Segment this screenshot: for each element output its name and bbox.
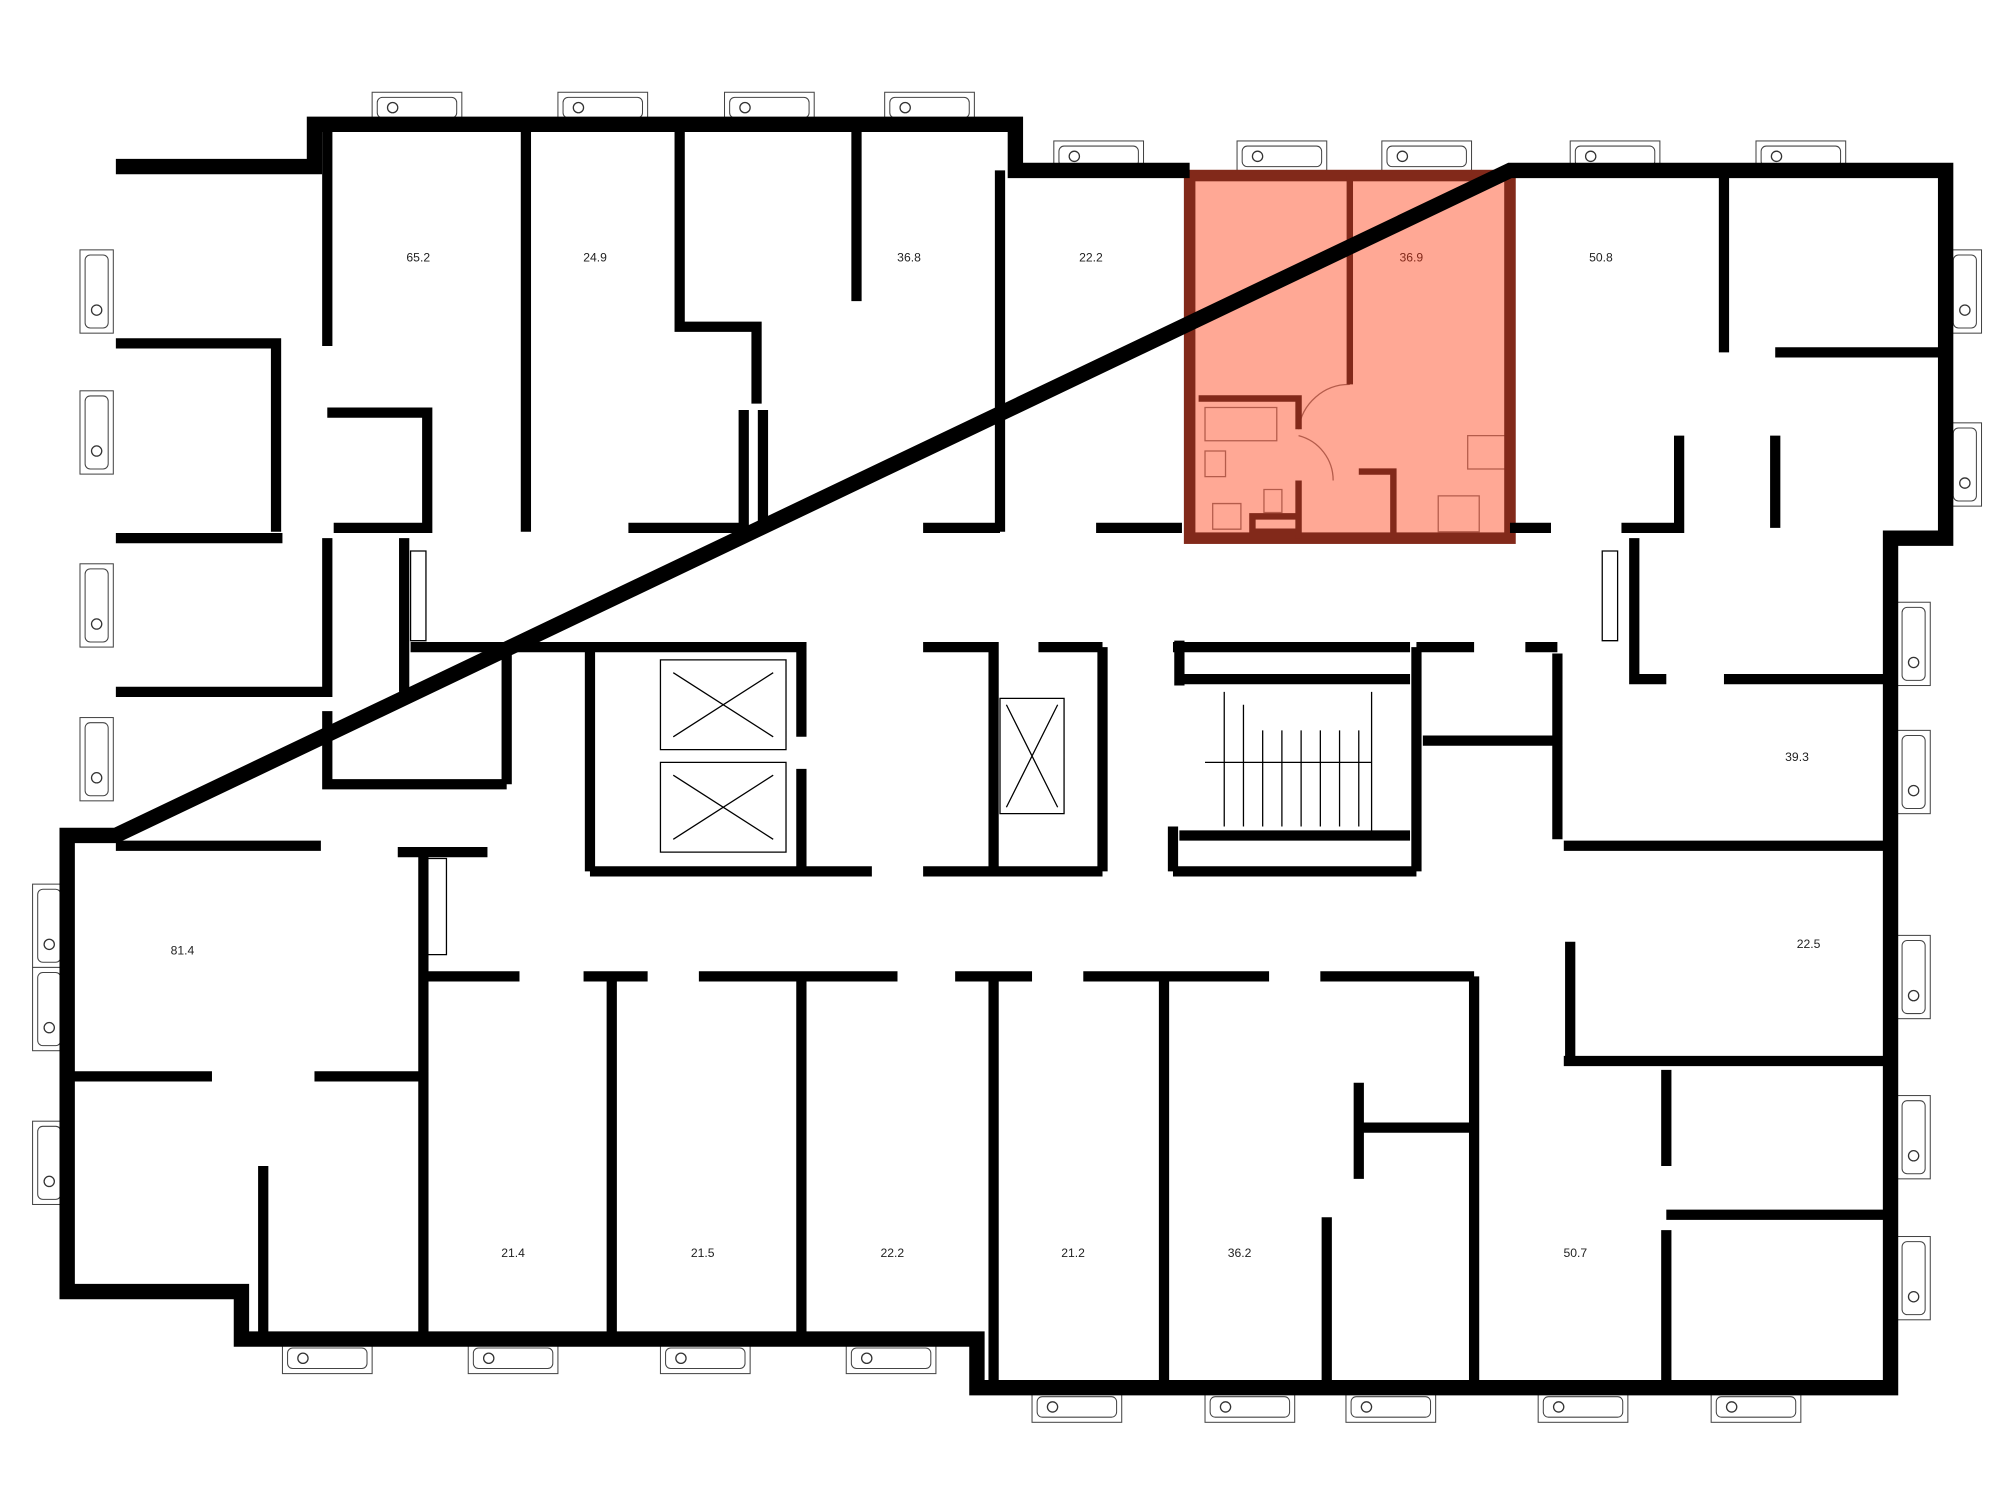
- interior-walls: [67, 124, 1942, 1388]
- ventilation-fan-icon: [90, 445, 103, 457]
- ventilation-fan-icon: [1959, 304, 1971, 316]
- ventilation-fan-icon: [90, 618, 103, 630]
- elevator-3: [999, 697, 1065, 815]
- unit-area-label[interactable]: 65.2: [406, 250, 430, 264]
- apartment-labels: 65.2 24.9 36.8 22.2 36.9 50.8 39.3 22.5 81.4 21.4…: [171, 250, 1821, 1260]
- window: [1381, 140, 1473, 173]
- elevators-and-stairs: [409, 550, 1619, 956]
- ventilation-fan-icon: [482, 1352, 495, 1365]
- ventilation-fan-icon: [90, 772, 103, 784]
- ventilation-fan-icon: [739, 101, 751, 114]
- unit-area-label[interactable]: 21.2: [1061, 1246, 1085, 1260]
- ventilation-fan-icon: [1396, 150, 1409, 163]
- window: [79, 390, 114, 475]
- window: [1204, 1391, 1296, 1423]
- ventilation-fan-icon: [1907, 656, 1920, 669]
- window: [467, 1342, 559, 1375]
- ventilation-fan-icon: [1907, 989, 1920, 1002]
- window: [1896, 1235, 1931, 1321]
- window: [1896, 934, 1931, 1020]
- ventilation-fan-icon: [1552, 1401, 1565, 1413]
- unit-area-label[interactable]: 50.8: [1589, 250, 1613, 264]
- window: [1031, 1391, 1123, 1423]
- window: [845, 1342, 937, 1375]
- ventilation-fan-icon: [572, 101, 585, 114]
- ventilation-fan-icon: [1907, 1150, 1920, 1162]
- ventilation-fan-icon: [1907, 784, 1920, 797]
- ventilation-fan-icon: [1360, 1401, 1373, 1413]
- window: [1710, 1391, 1802, 1423]
- staircase: [1205, 691, 1373, 836]
- window: [659, 1342, 751, 1375]
- ventilation-fan-icon: [1046, 1401, 1059, 1413]
- ventilation-fan-icon: [675, 1352, 687, 1365]
- ventilation-fan-icon: [90, 304, 103, 316]
- window: [1947, 422, 1983, 507]
- ventilation-fan-icon: [1251, 150, 1264, 163]
- unit-area-label[interactable]: 36.2: [1228, 1246, 1252, 1260]
- window: [79, 717, 114, 802]
- selected-apartment[interactable]: [1183, 169, 1516, 544]
- ventilation-fan-icon: [297, 1352, 309, 1365]
- elevator-1: [659, 659, 787, 751]
- ventilation-fan-icon: [43, 1175, 55, 1188]
- exterior-wall: [59, 116, 1954, 1396]
- ventilation-fan-icon: [386, 101, 399, 114]
- unit-area-label[interactable]: 50.7: [1563, 1246, 1587, 1260]
- window: [1896, 729, 1931, 815]
- selected-apartment-fixtures: [1204, 383, 1507, 533]
- ventilation-fan-icon: [899, 101, 911, 114]
- window: [79, 563, 114, 648]
- unit-area-label[interactable]: 22.2: [1079, 250, 1103, 264]
- window: [1896, 601, 1931, 687]
- ventilation-fan-icon: [1068, 150, 1081, 163]
- ventilation-fan-icon: [1219, 1401, 1232, 1413]
- corridor-fixtures: [409, 550, 1619, 956]
- window: [1345, 1391, 1437, 1423]
- ventilation-fan-icon: [43, 938, 55, 951]
- selected-apartment-walls: [1198, 175, 1397, 539]
- unit-area-label[interactable]: 81.4: [171, 944, 195, 958]
- unit-area-label[interactable]: 24.9: [583, 250, 607, 264]
- ventilation-fan-icon: [860, 1352, 873, 1365]
- elevator-2: [659, 761, 787, 853]
- unit-area-label[interactable]: 22.2: [881, 1246, 905, 1260]
- window: [281, 1342, 373, 1375]
- unit-area-label[interactable]: 36.8: [897, 250, 921, 264]
- unit-area-label[interactable]: 21.5: [691, 1246, 715, 1260]
- ventilation-fan-icon: [1584, 150, 1597, 163]
- window: [1236, 140, 1328, 173]
- selected-unit-area-label[interactable]: 36.9: [1399, 250, 1423, 264]
- unit-area-label[interactable]: 21.4: [501, 1246, 525, 1260]
- ventilation-fan-icon: [1959, 477, 1971, 489]
- window: [1537, 1391, 1629, 1423]
- unit-area-label[interactable]: 39.3: [1785, 750, 1809, 764]
- ventilation-fan-icon: [43, 1021, 55, 1034]
- ventilation-fan-icon: [1770, 150, 1783, 163]
- window: [1896, 1095, 1931, 1180]
- window: [79, 249, 114, 334]
- unit-area-label[interactable]: 22.5: [1797, 937, 1821, 951]
- ventilation-fan-icon: [1725, 1401, 1738, 1413]
- ventilation-fan-icon: [1907, 1290, 1920, 1303]
